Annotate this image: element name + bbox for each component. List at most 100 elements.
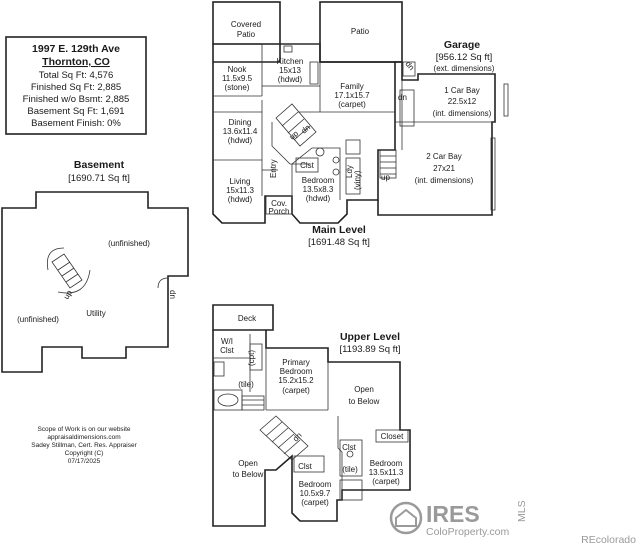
svg-text:13.5x11.3: 13.5x11.3 bbox=[369, 468, 404, 477]
svg-text:15.2x15.2: 15.2x15.2 bbox=[278, 376, 314, 385]
svg-text:Bedroom: Bedroom bbox=[280, 367, 313, 376]
basement-stairs bbox=[46, 247, 91, 294]
upper-level-area: [1193.89 Sq ft] bbox=[339, 344, 400, 355]
svg-text:15x13: 15x13 bbox=[279, 66, 301, 75]
mls-label: MLS bbox=[516, 500, 528, 522]
basement-area: [1690.71 Sq ft] bbox=[68, 173, 130, 184]
svg-text:(carpet): (carpet) bbox=[372, 477, 400, 486]
room-closet: Closet bbox=[381, 432, 404, 441]
room-open-to-below-1: Open to Below bbox=[349, 385, 380, 406]
main-stairs bbox=[271, 103, 317, 165]
room-2-car-bay: 2 Car Bay 27x21 (int. dimensions) bbox=[415, 152, 474, 185]
basement-up-label: up bbox=[62, 288, 75, 301]
room-nook: Nook 11.5x9.5 (stone) bbox=[222, 65, 253, 92]
svg-text:Porch: Porch bbox=[269, 207, 290, 216]
upper-house-outline bbox=[212, 330, 411, 527]
kitchen-room bbox=[261, 43, 321, 87]
garage-door-2 bbox=[490, 137, 496, 211]
covered-patio-area bbox=[212, 1, 281, 45]
garage-title: Garage bbox=[444, 39, 480, 51]
svg-text:(hdwd): (hdwd) bbox=[228, 195, 253, 204]
svg-text:Copyright (C): Copyright (C) bbox=[65, 450, 104, 457]
svg-text:(hdwd): (hdwd) bbox=[228, 136, 253, 145]
address: 1997 E. 129th Ave bbox=[32, 43, 120, 55]
room-clst-upper: Clst bbox=[342, 443, 357, 452]
cov-porch-box bbox=[265, 195, 293, 215]
svg-text:Bedroom: Bedroom bbox=[370, 459, 403, 468]
room-bedroom-upper-a: Bedroom 13.5x11.3 (carpet) bbox=[369, 459, 404, 486]
svg-text:Patio: Patio bbox=[237, 30, 256, 39]
svg-text:Nook: Nook bbox=[228, 65, 248, 74]
svg-text:Ldy: Ldy bbox=[345, 165, 354, 178]
basement-outline bbox=[1, 191, 189, 373]
upper-stairs bbox=[259, 415, 309, 461]
svg-text:W/I: W/I bbox=[221, 337, 233, 346]
recolorado-label: REcolorado bbox=[581, 534, 636, 545]
svg-text:Scope of Work is on our websit: Scope of Work is on our website bbox=[37, 426, 130, 433]
basement-utility: Utility bbox=[86, 309, 106, 318]
garage-ext: (ext. dimensions) bbox=[434, 64, 495, 73]
appraiser-credits: Scope of Work is on our website appraisa… bbox=[31, 426, 137, 465]
svg-text:(stone): (stone) bbox=[225, 83, 250, 92]
upper-cpt: (cpt) bbox=[247, 350, 256, 366]
svg-text:Cov.: Cov. bbox=[271, 199, 287, 208]
svg-text:(carpet): (carpet) bbox=[301, 498, 329, 507]
room-deck: Deck bbox=[238, 314, 257, 323]
svg-text:Sadey Stillman, Cert. Res. App: Sadey Stillman, Cert. Res. Appraiser bbox=[31, 442, 137, 449]
room-clst-upper-2: Clst bbox=[298, 462, 313, 471]
svg-text:Living: Living bbox=[230, 177, 251, 186]
room-clst-main: Clst bbox=[300, 161, 315, 170]
upper-level-plan: Deck W/I Clst (cpt) (tile) Primary Bedro… bbox=[212, 304, 411, 527]
svg-text:(hdwd): (hdwd) bbox=[278, 75, 303, 84]
upper-tile-1: (tile) bbox=[238, 380, 254, 389]
upper-outline bbox=[212, 304, 274, 331]
svg-text:(carpet): (carpet) bbox=[282, 386, 310, 395]
svg-text:Bedroom: Bedroom bbox=[299, 480, 332, 489]
basement-unfinished-2: (unfinished) bbox=[17, 315, 59, 324]
main-stair-up: up bbox=[288, 129, 301, 142]
svg-text:(int. dimensions): (int. dimensions) bbox=[433, 109, 492, 118]
ires-logo-icon bbox=[389, 501, 423, 535]
garage-stairs bbox=[379, 149, 397, 179]
basement-plan: Basement [1690.71 Sq ft] up dn (unfinish… bbox=[1, 159, 189, 373]
room-wi-clst: W/I Clst bbox=[220, 337, 235, 355]
svg-text:to Below: to Below bbox=[233, 470, 264, 479]
svg-text:17.1x15.7: 17.1x15.7 bbox=[334, 91, 370, 100]
svg-text:to Below: to Below bbox=[349, 397, 380, 406]
main-level-plan: up dn Covered P bbox=[212, 1, 509, 248]
laundry-room bbox=[345, 157, 361, 195]
basement-sqft: Basement Sq Ft: 1,691 bbox=[27, 106, 124, 117]
basement-title: Basement bbox=[74, 159, 125, 171]
ires-label: IRES bbox=[426, 501, 480, 527]
garage-door-1 bbox=[503, 83, 509, 117]
room-bedroom-main: Bedroom 13.5x8.3 (hdwd) bbox=[302, 176, 335, 203]
svg-text:11.5x9.5: 11.5x9.5 bbox=[222, 74, 253, 83]
upper-closet-box bbox=[375, 429, 409, 443]
room-patio: Patio bbox=[351, 27, 370, 36]
svg-text:27x21: 27x21 bbox=[433, 164, 455, 173]
main-dn-label: dn bbox=[403, 60, 416, 73]
room-open-to-below-2: Open to Below bbox=[233, 459, 264, 479]
svg-text:10.5x9.7: 10.5x9.7 bbox=[300, 489, 331, 498]
room-living: Living 15x11.3 (hdwd) bbox=[226, 177, 254, 204]
room-dining: Dining 13.6x11.4 (hdwd) bbox=[223, 118, 258, 145]
basement-door-swing bbox=[157, 277, 169, 289]
svg-text:Dining: Dining bbox=[229, 118, 252, 127]
svg-text:07/17/2025: 07/17/2025 bbox=[68, 458, 101, 465]
basement-unfinished-1: (unfinished) bbox=[108, 239, 150, 248]
upper-level-title: Upper Level bbox=[340, 331, 400, 343]
svg-text:Family: Family bbox=[340, 82, 364, 91]
basement-dn-label: dn bbox=[168, 290, 177, 299]
basement-finish: Basement Finish: 0% bbox=[31, 118, 121, 129]
room-laundry: Ldy (viny) bbox=[345, 165, 362, 190]
svg-text:13.5x8.3: 13.5x8.3 bbox=[303, 185, 334, 194]
main-level-title: Main Level bbox=[312, 224, 366, 236]
svg-text:Clst: Clst bbox=[220, 346, 235, 355]
room-entry: Entry bbox=[269, 159, 278, 178]
room-1-car-bay: 1 Car Bay 22.5x12 (int. dimensions) bbox=[433, 86, 492, 118]
main-up-label: up bbox=[381, 173, 390, 182]
svg-text:Primary: Primary bbox=[282, 358, 310, 367]
svg-text:appraisaldimensions.com: appraisaldimensions.com bbox=[47, 434, 120, 441]
room-cov-porch: Cov. Porch bbox=[269, 199, 290, 216]
